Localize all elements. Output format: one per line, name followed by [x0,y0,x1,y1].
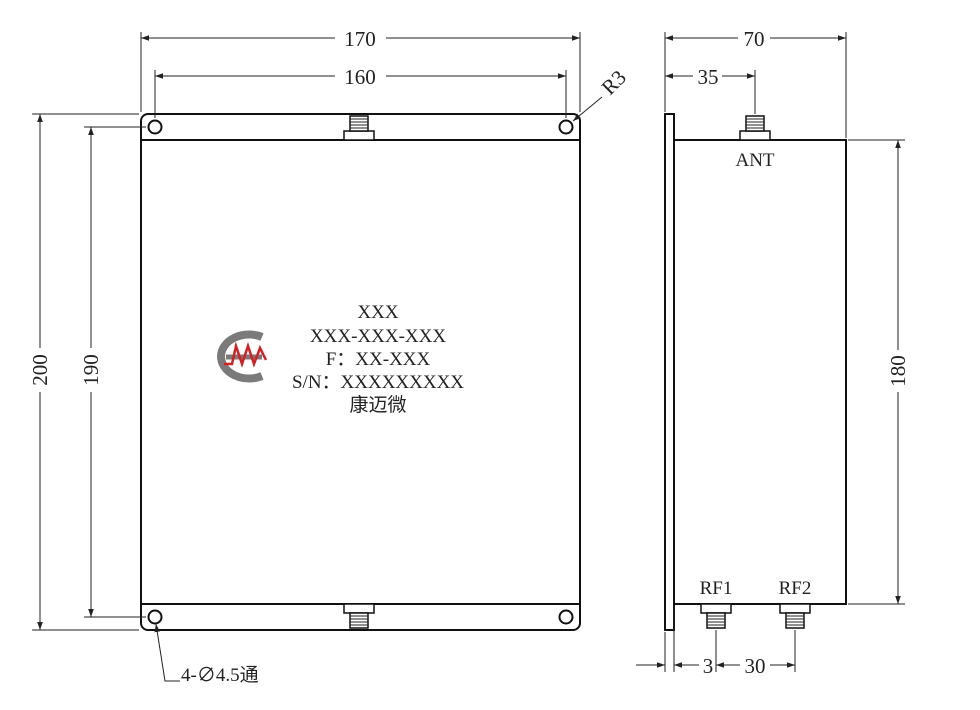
mounting-hole-br [558,609,574,625]
mounting-hole-tr [558,119,574,135]
side-view: ANT RF1 RF2 70 [636,27,910,678]
side-flange [664,113,675,631]
dim-180: 180 [848,139,910,605]
dim-3-label: 3 [703,654,714,678]
mounting-hole-bl [147,609,163,625]
svg-text:160: 160 [344,65,376,89]
svg-text:200: 200 [28,354,52,386]
label-line-1: XXX [357,302,398,323]
dim-30-label: 30 [745,654,766,678]
svg-text:4-∅4.5通: 4-∅4.5通 [181,664,259,686]
front-plate-outline [140,113,581,631]
port-ant-label: ANT [735,150,774,171]
dim-190: 190 [79,126,146,618]
dim-r3: R3 [572,65,631,122]
label-line-4: S/N：XXXXXXXXX [292,372,464,393]
dim-160: 160 [154,65,567,118]
mounting-holes [147,119,574,625]
mounting-hole-tl [147,119,163,135]
connector-rf2 [779,603,811,629]
dim-70: 70 [664,27,847,138]
dim-170: 170 [140,27,581,112]
dim-35: 35 [665,65,756,114]
svg-text:170: 170 [344,27,376,51]
dim-200: 200 [28,113,139,631]
svg-text:70: 70 [744,27,765,51]
port-rf1-label: RF1 [700,578,733,599]
side-body [673,139,847,605]
label-line-5: 康迈微 [349,394,406,416]
svg-text:R3: R3 [597,65,631,99]
front-bottom-connector [343,603,375,629]
connector-rf1 [700,603,732,629]
company-logo-icon [217,330,268,383]
dim-bottom: 3 30 [636,606,796,678]
front-top-connector [343,115,375,141]
svg-text:35: 35 [698,65,719,89]
svg-text:180: 180 [886,355,910,387]
label-line-3: F：XX-XXX [326,349,431,370]
svg-text:190: 190 [79,354,103,386]
label-line-2: XXX-XXX-XXX [310,326,446,347]
front-view: XXX XXX-XXX-XXX F：XX-XXX S/N：XXXXXXXXX 康… [28,27,631,686]
port-rf2-label: RF2 [779,578,812,599]
hole-callout: 4-∅4.5通 [154,623,259,686]
connector-ant [739,115,771,141]
